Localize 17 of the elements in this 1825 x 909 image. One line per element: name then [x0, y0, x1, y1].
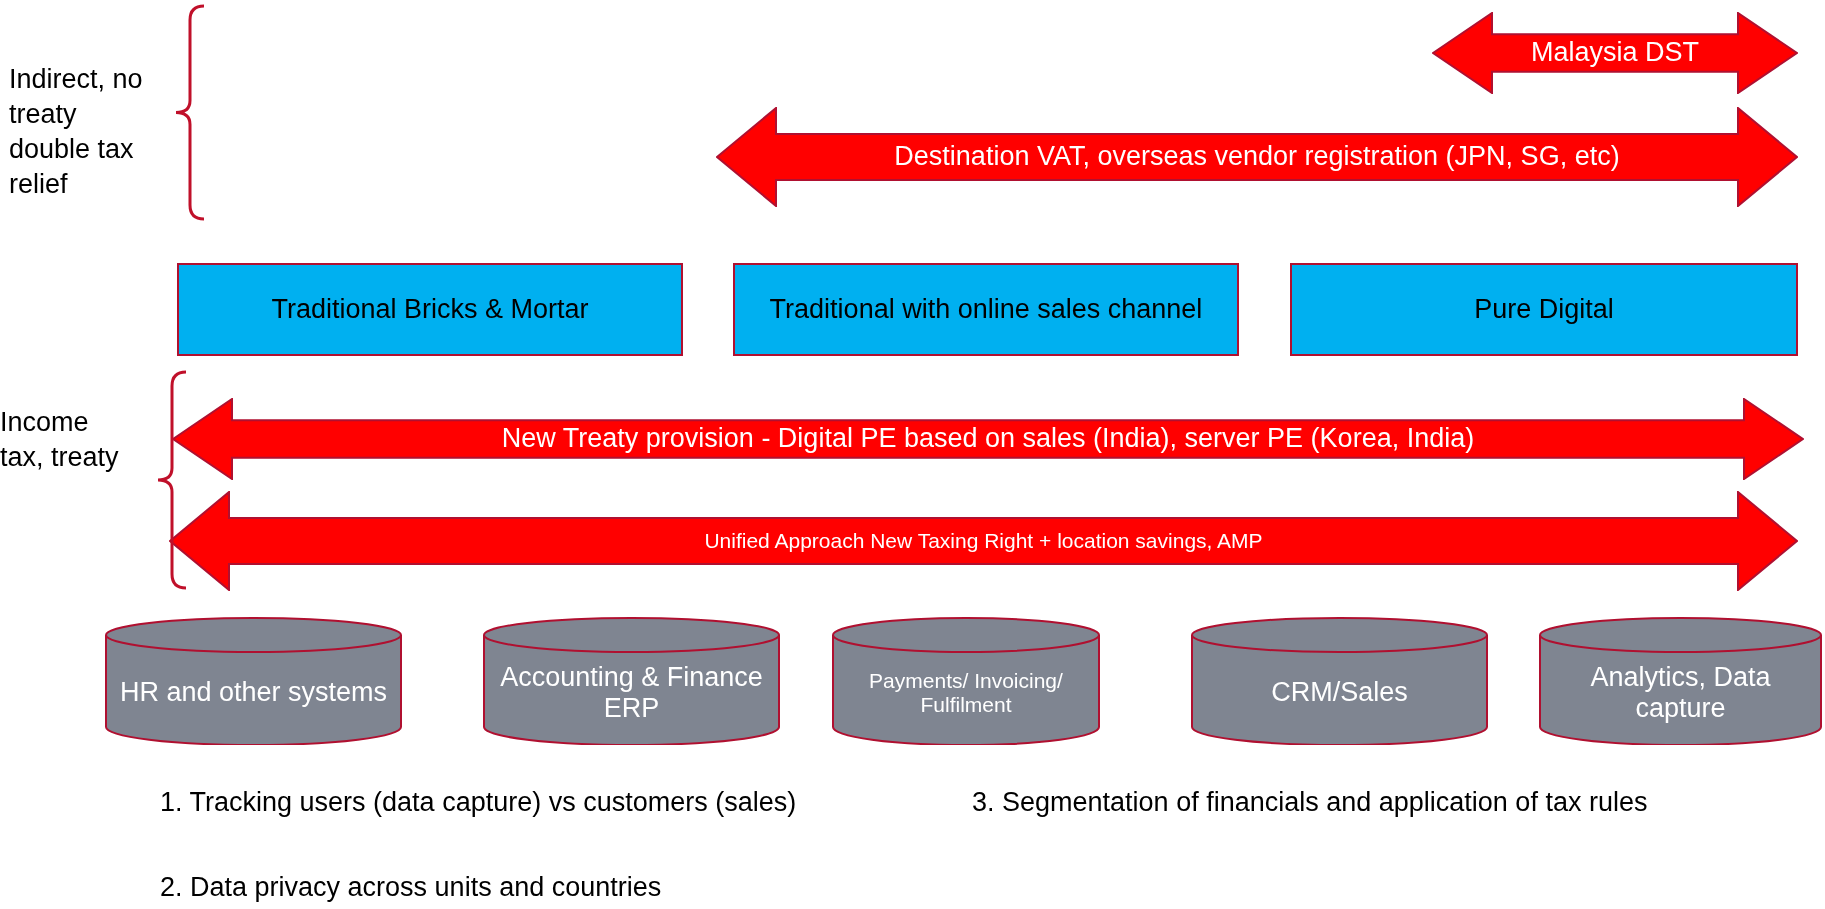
- note-text: 3. Segmentation of financials and application of tax rules: [972, 786, 1649, 819]
- bracket-label: Income tax, treaty: [0, 406, 120, 475]
- database-cylinder: HR and other systems: [105, 617, 402, 745]
- double-arrow-banner: Malaysia DST: [1432, 12, 1798, 94]
- note-text: 2. Data privacy across units and countries: [160, 871, 663, 904]
- note-text: 1. Tracking users (data capture) vs customers (sales): [160, 786, 798, 819]
- double-arrow-banner: Unified Approach New Taxing Right + location savings, AMP: [169, 491, 1798, 591]
- database-cylinder: Payments/ Invoicing/ Fulfilment: [832, 617, 1100, 745]
- category-box: Pure Digital: [1290, 263, 1798, 356]
- database-cylinder: Accounting & Finance ERP: [483, 617, 780, 745]
- double-arrow-banner: Destination VAT, overseas vendor registration (JPN, SG, etc): [716, 107, 1798, 207]
- double-arrow-banner: New Treaty provision - Digital PE based on sales (India), server PE (Korea, India): [172, 398, 1804, 480]
- database-cylinder: CRM/Sales: [1191, 617, 1488, 745]
- category-box: Traditional with online sales channel: [733, 263, 1239, 356]
- database-cylinder: Analytics, Data capture: [1539, 617, 1822, 745]
- bracket-label: Indirect, no treaty double tax relief: [9, 63, 144, 202]
- category-box: Traditional Bricks & Mortar: [177, 263, 683, 356]
